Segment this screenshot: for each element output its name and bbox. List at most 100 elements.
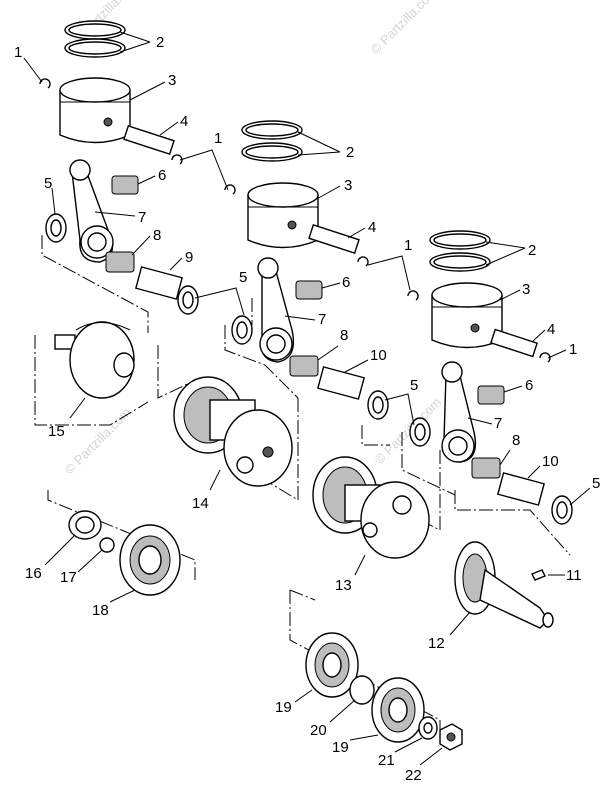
leader-line [131, 235, 151, 256]
leader-line [159, 121, 179, 136]
needle-bearing [105, 251, 135, 273]
crank-pin-stub [262, 446, 274, 458]
piston-crown [59, 77, 131, 103]
hex-nut-bore [446, 732, 456, 742]
piston-ring-inner [245, 123, 299, 137]
leader-line [297, 151, 341, 156]
leader-line [347, 227, 366, 239]
piston-ring-inner [433, 255, 487, 269]
leader-line [77, 549, 103, 573]
leader-line [179, 149, 229, 191]
leader-line [119, 31, 151, 43]
callout-13: 13 [335, 577, 352, 594]
callout-11: 11 [566, 567, 582, 584]
outline-14b [239, 398, 299, 501]
piston-ring-inner [433, 233, 487, 247]
bearing-group-bottom [305, 632, 463, 751]
crankshaft-14 [173, 376, 293, 487]
leader-line [503, 385, 523, 393]
rod-small-end [441, 361, 463, 383]
callout-12: 12 [428, 635, 445, 652]
crank-pin-bore [392, 495, 412, 515]
rod-big-end-bore [448, 436, 468, 456]
crank-pin-bore [362, 522, 378, 538]
crank-pin [135, 266, 183, 300]
leader-line [297, 131, 341, 153]
piston-group-2 [224, 120, 369, 267]
leader-line [367, 255, 411, 291]
piston-pin-hole [470, 323, 480, 333]
rod-small-end [69, 159, 91, 181]
leader-line [349, 734, 379, 741]
outline-rod1 [41, 235, 149, 333]
callout-21: 21 [378, 752, 395, 769]
piston-pin-hole [287, 220, 297, 230]
leader-line [94, 211, 136, 217]
callout-5: 5 [592, 475, 600, 492]
crankshaft-13 [312, 456, 430, 559]
outline-crank15 [34, 335, 149, 426]
leader-line [314, 185, 341, 201]
piston-group-1 [39, 20, 183, 165]
rod-small-end [257, 257, 279, 279]
callout-10: 10 [542, 453, 559, 470]
leader-line [384, 393, 415, 426]
outline-19top [289, 589, 316, 601]
outline-14a [157, 345, 201, 399]
callout-1: 1 [569, 341, 577, 358]
o-ring [99, 537, 115, 553]
main-bearing-bore [388, 697, 408, 723]
callout-6: 6 [342, 274, 350, 291]
crank-pin [497, 472, 545, 506]
callout-4: 4 [368, 219, 376, 236]
leader-lines [23, 31, 591, 766]
callout-1: 1 [404, 237, 412, 254]
shaft-end [542, 612, 554, 628]
callout-7: 7 [318, 311, 326, 328]
piston-pin [490, 328, 538, 358]
leader-line [169, 257, 183, 271]
callout-5: 5 [44, 175, 52, 192]
crank-pin-bore [113, 352, 135, 378]
woodruff-key [531, 569, 546, 581]
leader-line [44, 534, 76, 566]
crank-web [360, 481, 430, 559]
outline-rod3 [401, 432, 456, 496]
thrust-washer-bore [414, 423, 426, 441]
circlip [357, 256, 369, 267]
leader-line [467, 417, 493, 425]
thrust-washer-bore [556, 501, 568, 519]
callout-7: 7 [494, 415, 502, 432]
outline-13b [399, 450, 441, 531]
callout-10: 10 [370, 347, 387, 364]
circlip [224, 184, 236, 195]
thrust-washer-bore [372, 396, 384, 414]
outline-13a [361, 425, 390, 446]
callout-4: 4 [180, 113, 188, 130]
leader-line [194, 287, 245, 316]
crank-pin-bore [236, 456, 254, 474]
leader-line [321, 282, 341, 289]
leader-line [354, 554, 366, 576]
circlip [407, 290, 419, 301]
callout-18: 18 [92, 602, 109, 619]
leader-line [294, 689, 313, 703]
main-bearing-bore [322, 652, 342, 678]
piston-ring-inner [245, 145, 299, 159]
leader-line [284, 315, 316, 321]
outline-rod2 [224, 325, 299, 399]
needle-bearing [471, 457, 501, 479]
callout-8: 8 [512, 432, 520, 449]
leader-line [419, 747, 443, 766]
crankshaft-12 [454, 541, 554, 629]
leader-line [344, 359, 369, 373]
crankshaft-15 [54, 321, 135, 399]
piston-pin-hole [103, 117, 113, 127]
callout-20: 20 [310, 722, 327, 739]
outline-12 [454, 490, 571, 556]
leader-line [69, 397, 86, 419]
leader-line [317, 345, 339, 361]
callout-3: 3 [344, 177, 352, 194]
callout-14: 14 [192, 495, 209, 512]
